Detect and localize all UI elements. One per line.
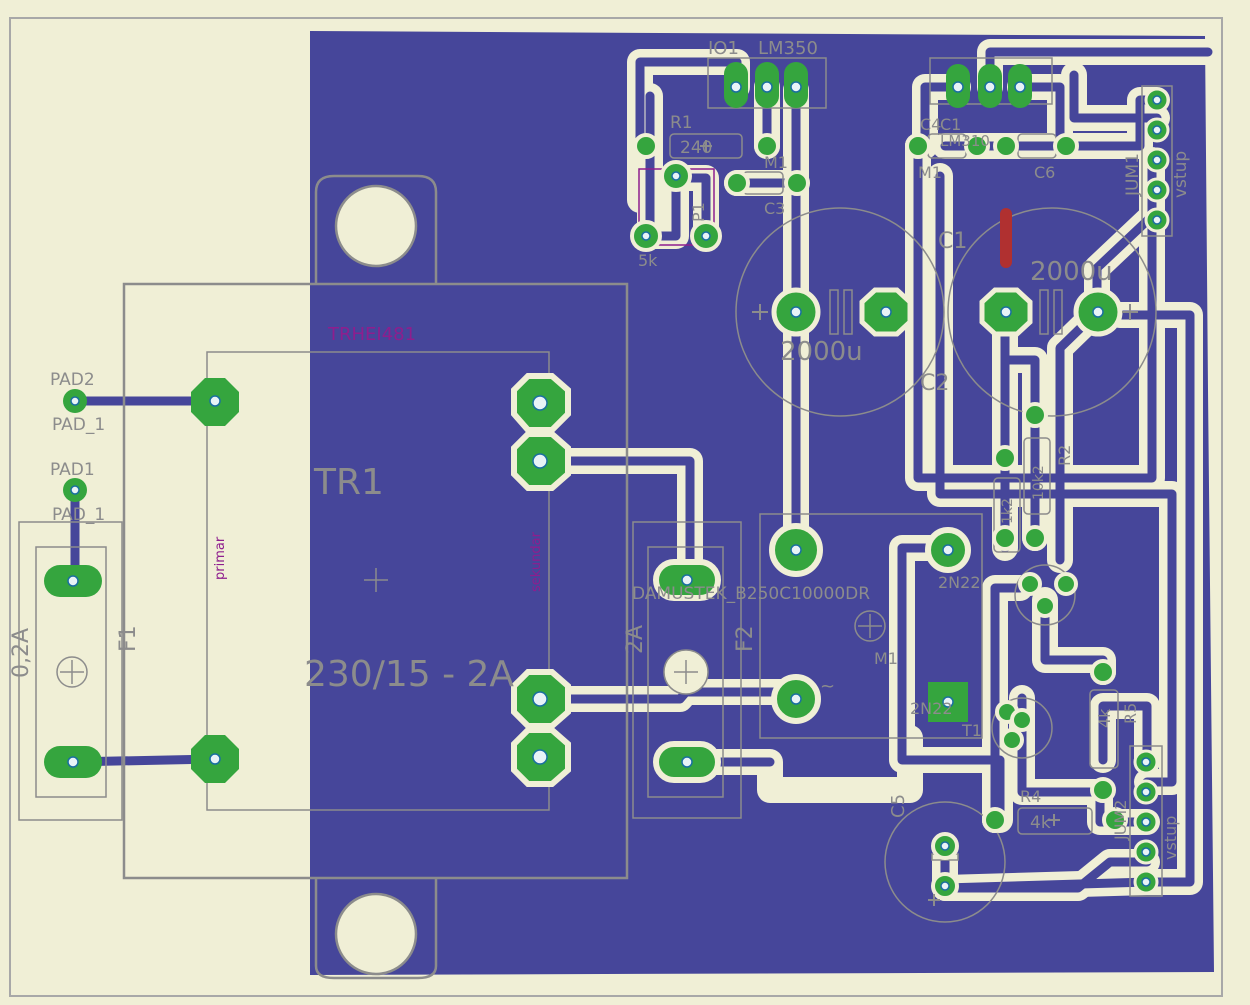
label-t1: T1 [961, 721, 982, 740]
labels: IO1 LM350 R1 240 P1 5k M1 C3 C4 C1 LM310… [9, 38, 1191, 860]
label-r3-value: 1k2 [1000, 498, 1016, 524]
label-tr1-rating: 230/15 - 2A [304, 654, 514, 695]
transformer-outline [122, 282, 629, 880]
label-m1-bridge: M1 [874, 649, 898, 668]
drill-holes [67, 81, 1162, 891]
transformer-mount-top [314, 174, 438, 284]
board-outline [9, 17, 1223, 997]
label-bridge: DAMUSTEK_B250C10000DR [632, 584, 870, 604]
label-r5: R5 [1121, 703, 1140, 724]
t2-outline [1014, 564, 1076, 626]
jum1-outline [1141, 85, 1173, 237]
label-m1-top: M1 [764, 153, 788, 172]
label-c4: C4 [920, 115, 941, 134]
label-r2: R2 [1055, 445, 1074, 466]
label-jum1: JUM1 [1123, 153, 1143, 197]
label-pad1: PAD1 [50, 460, 95, 480]
label-pad-1b: PAD_1 [52, 505, 105, 525]
label-io1: IO1 [708, 38, 739, 59]
label-c3: C3 [764, 199, 785, 218]
label-primar: primar [213, 536, 228, 580]
c5-outline [884, 801, 1006, 923]
label-p1-value: 5k [638, 251, 658, 270]
label-p1: P1 [689, 202, 708, 222]
label-lm350: LM350 [758, 38, 818, 59]
label-c5: C5 [888, 794, 909, 818]
transformer-mount-bottom [314, 878, 438, 980]
label-c2: C2 [920, 371, 949, 396]
track-sek-bridge [535, 456, 695, 585]
label-lm310: LM310 [940, 132, 990, 150]
label-pad2: PAD2 [50, 370, 95, 390]
label-f2: F2 [733, 625, 758, 652]
label-tr1: TR1 [313, 462, 384, 503]
transformer-core [206, 351, 550, 811]
label-c1-small: C1 [940, 115, 961, 134]
label-f1-value: 0,2A [9, 628, 34, 678]
c1-outline [735, 207, 945, 417]
label-c1-value: 2000u [1030, 257, 1113, 287]
c2-outline [947, 207, 1157, 417]
jum2-outline [1129, 745, 1163, 897]
label-r5-value: 4k [1095, 708, 1114, 728]
label-f1: F1 [116, 625, 141, 652]
label-c2-value: 2000u [780, 337, 863, 367]
label-transformer-name: TRHEI481 [327, 324, 416, 345]
label-c6: C6 [1034, 163, 1055, 182]
label-t1-type: 2N22 [910, 699, 953, 718]
label-t2-type: 2N22 [938, 573, 981, 592]
label-c1-big: C1 [938, 229, 967, 254]
label-r2-value: 10k2 [1031, 465, 1047, 500]
fuse2-outline [632, 521, 742, 819]
label-jum2: JUM2 [1111, 800, 1130, 841]
t1-outline [991, 697, 1053, 759]
silkscreen [18, 57, 1173, 980]
jumper-wire [1000, 208, 1012, 268]
fuse1-outline [18, 521, 123, 821]
label-vstup1: vstup [1171, 151, 1191, 198]
label-r4-value: 4k [1030, 813, 1051, 833]
label-r4: R4 [1020, 787, 1041, 806]
bridge-outline [759, 513, 983, 739]
label-tilde: ~ [820, 676, 835, 697]
label-m1-left: M1 [918, 163, 942, 182]
label-r1-value: 240 [680, 138, 712, 158]
label-r1: R1 [670, 113, 693, 133]
label-f2-value: 2A [623, 625, 648, 654]
label-vstup2: vstup [1161, 816, 1180, 860]
label-pad-1a: PAD_1 [52, 415, 105, 435]
label-sekundar: sekundar [529, 531, 544, 592]
polarity-marks [700, 140, 1138, 906]
